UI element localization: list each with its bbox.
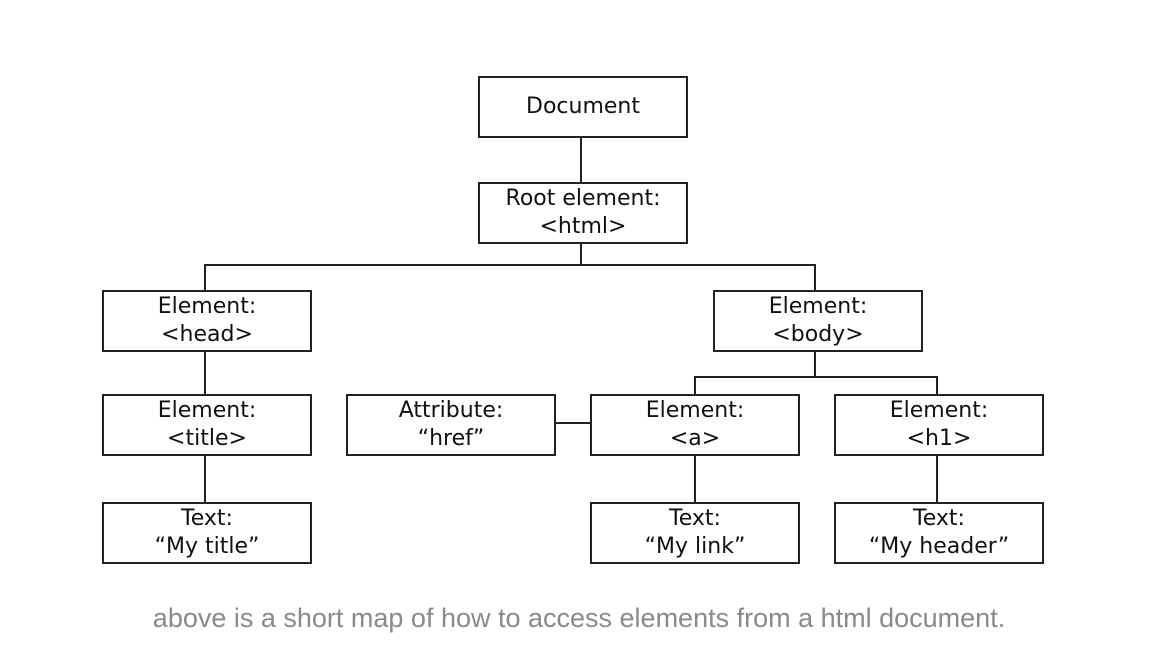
node-title-label: Element:: [157, 398, 257, 423]
node-h1-element: Element: <h1>: [834, 394, 1044, 456]
node-a-element: Element: <a>: [590, 394, 800, 456]
connector-h1-text: [936, 454, 938, 503]
connector-head-title: [204, 350, 206, 395]
connector-attribute-a: [554, 422, 591, 424]
node-body-label: Element:: [768, 294, 868, 319]
node-text-header-value: “My header”: [868, 534, 1010, 559]
connector-branch-h1: [936, 376, 938, 395]
node-a-tag: <a>: [669, 426, 721, 451]
node-body-element: Element: <body>: [713, 290, 923, 352]
caption-text: above is a short map of how to access el…: [152, 603, 1006, 633]
dom-tree-diagram: Document Root element: <html> Element: <…: [102, 76, 1044, 564]
connector-a-text: [694, 454, 696, 503]
node-title-element: Element: <title>: [102, 394, 312, 456]
node-title-tag: <title>: [167, 426, 247, 451]
node-h1-tag: <h1>: [906, 426, 972, 451]
node-root-label: Root element:: [505, 186, 661, 211]
node-text-header: Text: “My header”: [834, 502, 1044, 564]
node-head-tag: <head>: [161, 322, 253, 347]
node-document: Document: [478, 76, 688, 138]
connector-body-down: [814, 350, 816, 377]
node-text-title: Text: “My title”: [102, 502, 312, 564]
node-h1-label: Element:: [889, 398, 989, 423]
connector-root-down: [580, 242, 582, 265]
node-text-title-label: Text:: [181, 506, 233, 531]
node-text-link: Text: “My link”: [590, 502, 800, 564]
node-a-label: Element:: [645, 398, 745, 423]
connector-title-text: [204, 454, 206, 503]
connector-root-branch: [204, 264, 816, 266]
node-text-header-label: Text:: [913, 506, 965, 531]
connector-branch-body: [814, 264, 816, 291]
connector-branch-a: [694, 376, 696, 395]
node-text-title-value: “My title”: [154, 534, 260, 559]
node-attribute-value: “href”: [417, 426, 485, 451]
connector-document-root: [580, 136, 582, 183]
connector-branch-head: [204, 264, 206, 291]
node-attribute-label: Attribute:: [398, 398, 504, 423]
node-head-label: Element:: [157, 294, 257, 319]
node-root-element: Root element: <html>: [478, 182, 688, 244]
node-root-tag: <html>: [539, 214, 627, 239]
connector-body-branch: [694, 376, 938, 378]
node-body-tag: <body>: [772, 322, 864, 347]
node-text-link-value: “My link”: [644, 534, 746, 559]
node-head-element: Element: <head>: [102, 290, 312, 352]
node-document-label: Document: [526, 94, 640, 119]
node-attribute: Attribute: “href”: [346, 394, 556, 456]
node-text-link-label: Text:: [669, 506, 721, 531]
